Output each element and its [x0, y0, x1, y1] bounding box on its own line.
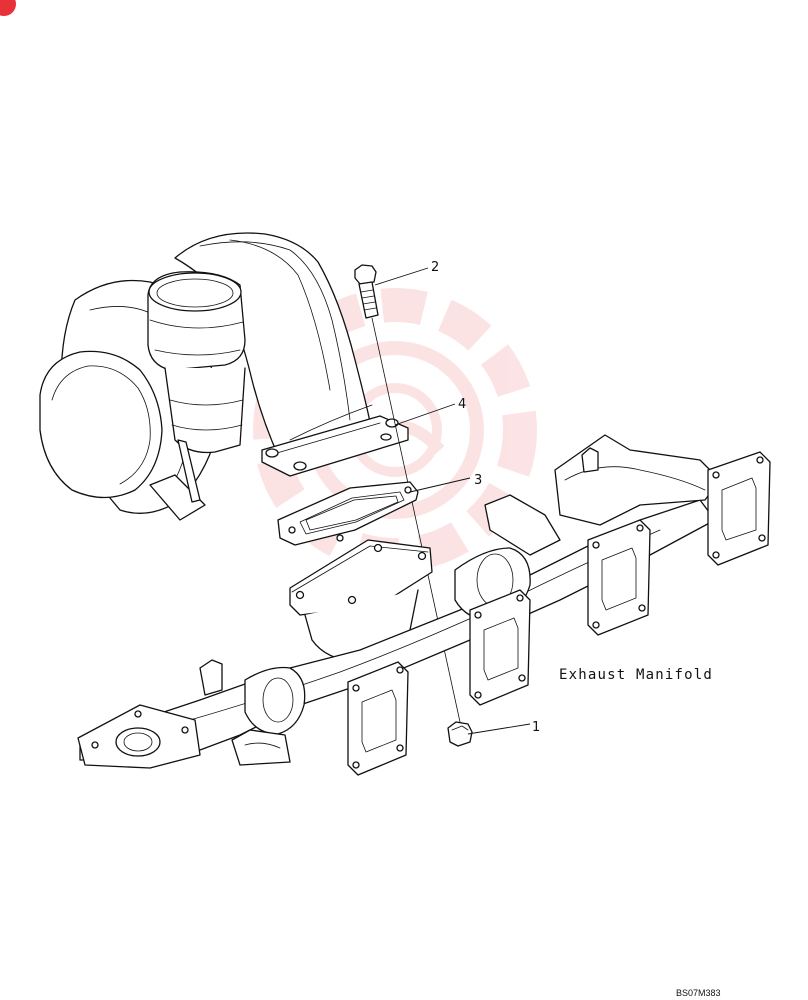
- callout-1: 1: [532, 720, 540, 735]
- turbocharger: [39, 232, 409, 521]
- port-flange-3: [469, 589, 531, 706]
- port-flange-2: [587, 519, 651, 636]
- callout-leaders: [374, 267, 531, 735]
- bolt: [354, 264, 461, 723]
- port-flange-1: [707, 451, 771, 566]
- corner-badge: [0, 0, 16, 16]
- callout-4: 4: [458, 397, 466, 412]
- callout-3: 3: [474, 473, 482, 488]
- nut: [447, 721, 473, 747]
- exhaust-manifold: [77, 434, 771, 776]
- callout-2: 2: [431, 260, 439, 275]
- gasket: [277, 481, 419, 546]
- reference-code: BS07M383: [676, 988, 721, 998]
- port-flange-4: [347, 661, 409, 776]
- diagram-caption: Exhaust Manifold: [559, 667, 714, 683]
